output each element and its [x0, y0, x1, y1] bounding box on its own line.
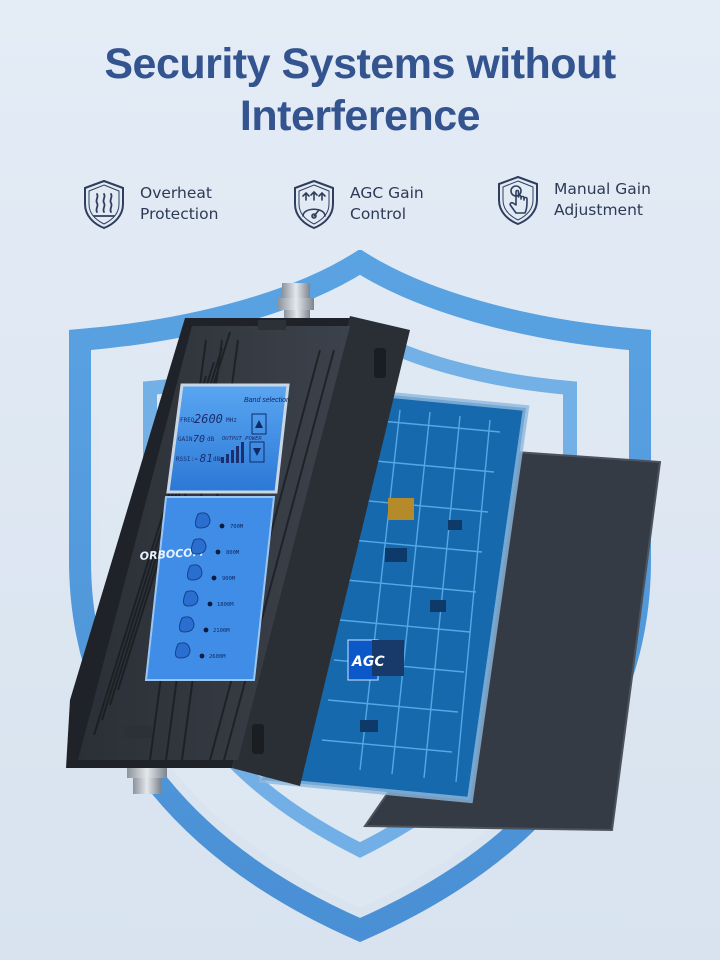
product-illustration: AGC Ban	[66, 250, 662, 943]
band-label-1800m: 1800M	[217, 602, 234, 608]
band-label-700m: 700M	[230, 524, 244, 530]
brand-logo: ORBOCOM	[139, 546, 204, 563]
page-title: Security Systems without Interference	[0, 38, 720, 142]
side-mount-slot	[252, 724, 264, 754]
gauge-shield-icon	[294, 179, 334, 230]
hand-tap-shield-icon	[498, 175, 538, 226]
feature-label: Manual Gain Adjustment	[554, 179, 651, 221]
rssi-unit: dBm	[213, 456, 224, 463]
freq-unit: MHz	[226, 417, 237, 424]
feature-manual-gain-adjustment: Manual Gain Adjustment	[494, 172, 651, 228]
feature-overheat-protection: Overheat Protection	[80, 176, 218, 232]
feature-agc-gain-control: AGC Gain Control	[290, 176, 424, 232]
band-button-2600m[interactable]	[174, 642, 191, 659]
side-mount-slot	[374, 348, 386, 378]
band-button-900m[interactable]	[186, 564, 203, 581]
top-mount-tab	[258, 320, 286, 330]
rssi-label: RSSI:	[176, 456, 194, 463]
title-line-2: Interference	[239, 92, 481, 140]
band-button-2100m[interactable]	[178, 616, 195, 633]
heat-shield-icon	[84, 179, 124, 230]
band-label-2600m: 2600M	[209, 654, 226, 660]
gain-label: GAIN:	[178, 436, 196, 443]
freq-label: FREQ:	[180, 417, 198, 424]
agc-chip: AGC	[347, 639, 404, 681]
band-button-1800m[interactable]	[182, 590, 199, 607]
band-button-700m[interactable]	[194, 512, 211, 529]
feature-label-line2: Adjustment	[554, 201, 643, 219]
gain-value: 70	[193, 434, 205, 445]
feature-label-line1: Manual Gain	[554, 180, 651, 198]
feature-label-line2: Control	[350, 205, 407, 223]
feature-label-line1: AGC Gain	[350, 184, 424, 202]
band-label-800m: 800M	[226, 550, 240, 556]
gain-unit: dB	[207, 436, 215, 443]
band-button-panel: ORBOCOM 700M 800M 900M 1800M 2100M 2	[139, 496, 276, 681]
booster-device: Band selection FREQ: 2600 MHz GAIN: 70 d…	[66, 316, 410, 786]
chip-label: AGC	[351, 654, 385, 670]
band-label-2100m: 2100M	[213, 628, 230, 634]
feature-label: AGC Gain Control	[350, 183, 424, 225]
feature-label-line1: Overheat	[140, 184, 212, 202]
title-line-1: Security Systems without	[104, 40, 616, 88]
feature-label-line2: Protection	[140, 205, 219, 223]
freq-value: 2600	[194, 412, 223, 426]
up-arrow-icon	[251, 413, 267, 435]
feature-label: Overheat Protection	[140, 183, 218, 225]
signal-bars	[221, 442, 244, 463]
output-power-label: OUTPUT POWER	[222, 436, 262, 442]
band-selection-label: Band selection	[244, 397, 290, 404]
band-label-900m: 900M	[222, 576, 236, 582]
bottom-mount-tab	[124, 726, 152, 738]
band-button-800m[interactable]	[190, 538, 207, 555]
circuit-board: AGC	[258, 388, 530, 804]
rssi-value: -81	[193, 452, 213, 465]
down-arrow-icon	[249, 441, 265, 463]
lcd-display: Band selection FREQ: 2600 MHz GAIN: 70 d…	[166, 383, 290, 494]
